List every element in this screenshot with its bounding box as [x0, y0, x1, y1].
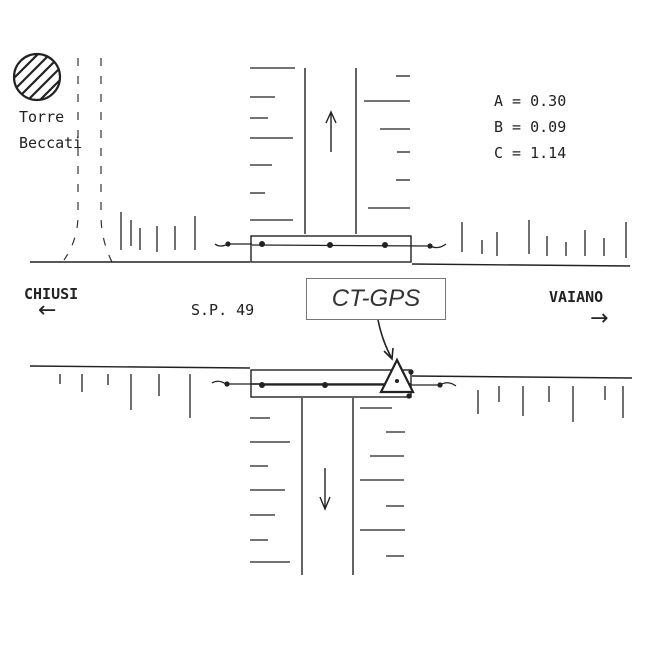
side-road-edges: [301, 68, 357, 575]
ticks-lower-left: [59, 374, 191, 418]
gps-station-label-text: CT-GPS: [331, 285, 421, 312]
parameter-list: A = 0.30 B = 0.09 C = 1.14: [494, 90, 614, 168]
direction-right-arrow-icon: →: [590, 306, 609, 331]
gps-station-label: CT-GPS: [306, 278, 446, 320]
flow-arrow-down-icon: [319, 468, 331, 511]
ditch-dashes-upper: [250, 67, 410, 221]
ditch-dashes-lower: [250, 407, 405, 563]
landmark-label-line2: Beccati: [19, 134, 83, 152]
landmark-label-line1: Torre: [19, 108, 65, 126]
gps-station-triangle-icon: [379, 357, 415, 394]
direction-left-label: CHIUSI: [24, 285, 79, 303]
ticks-upper-right: [461, 220, 627, 258]
main-road-edges: [29, 261, 633, 379]
rail-posts: [224, 241, 443, 399]
tower-path-dashed: [63, 58, 113, 263]
tower-symbol: [12, 52, 62, 102]
parameter-c: C = 1.14: [494, 144, 567, 162]
parameter-b: B = 0.09: [494, 118, 567, 136]
direction-right-label: VAIANO: [549, 288, 604, 306]
ticks-lower-right: [477, 386, 624, 422]
gps-pointer-arrow-icon: [377, 319, 394, 361]
road-name-label: S.P. 49: [191, 301, 255, 319]
flow-arrow-up-icon: [325, 110, 337, 152]
direction-left-arrow-icon: ←: [38, 298, 57, 323]
ticks-upper-left: [120, 212, 196, 252]
parameter-a: A = 0.30: [494, 92, 567, 110]
